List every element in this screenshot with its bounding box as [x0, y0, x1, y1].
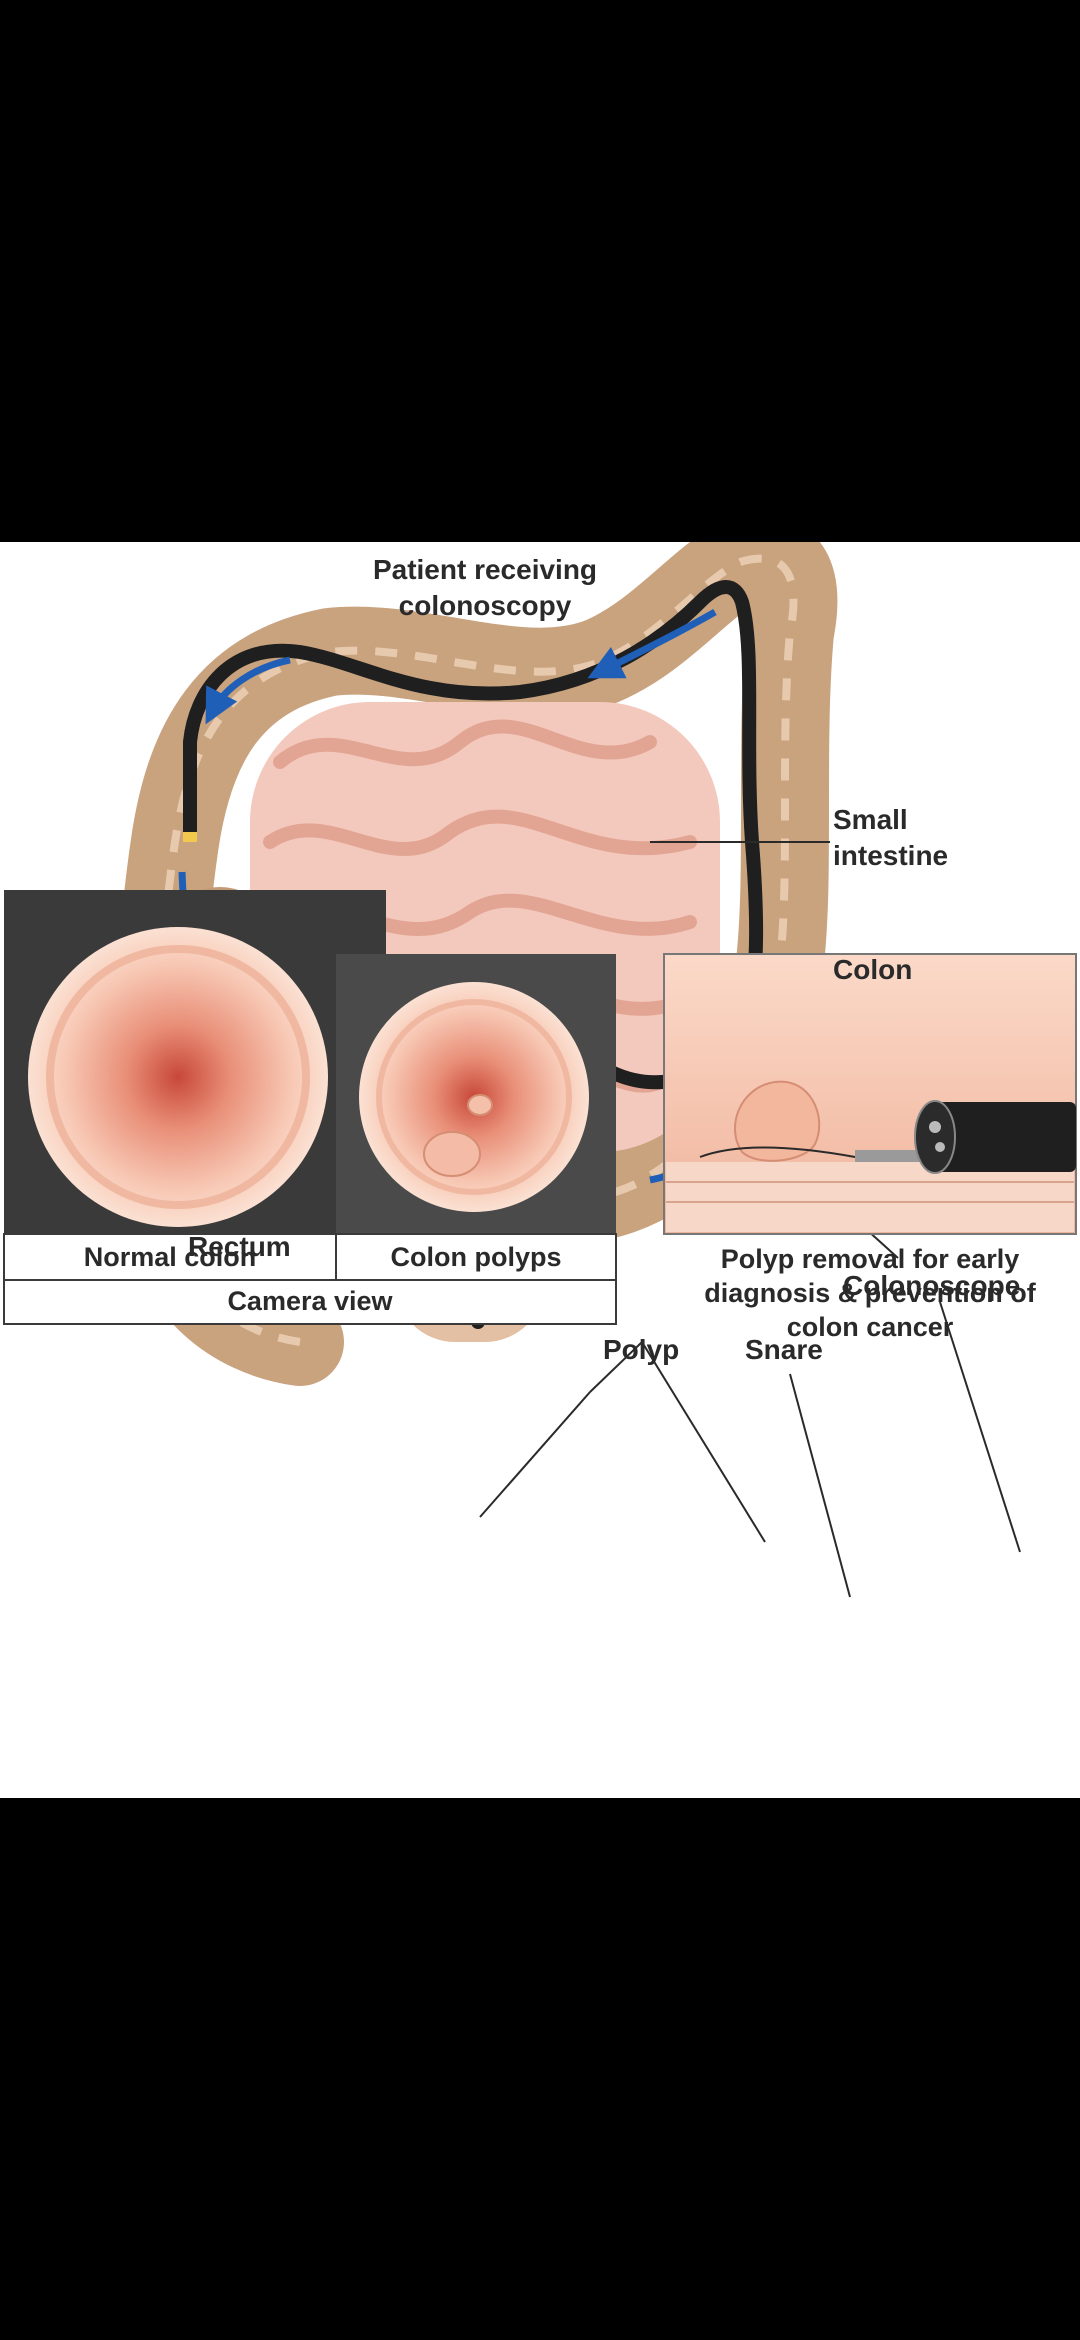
label-snare: Snare — [745, 1334, 823, 1365]
label-polyp: Polyp — [603, 1334, 680, 1365]
caption-colon-polyps: Colon polyps — [390, 1242, 562, 1272]
polyp-large — [423, 1131, 481, 1177]
caption-polyp-removal: Polyp removal for early diagnosis & prev… — [704, 1244, 1036, 1342]
colonoscopy-diagram-panel: Patient receiving colonoscopy Small inte… — [0, 542, 1080, 1798]
colonoscope-body — [925, 1102, 1076, 1172]
label-rectum: Rectum — [188, 1231, 291, 1262]
camera-view-box — [3, 1279, 617, 1325]
normal-colon-view — [28, 927, 328, 1227]
caption-normal-colon: Normal colon — [83, 1242, 257, 1272]
polyp-colon-ring — [376, 999, 572, 1195]
snare-wire — [855, 1150, 925, 1162]
caption-row-box — [3, 1233, 617, 1281]
caption-camera-view: Camera view — [227, 1286, 393, 1316]
polyp-removal-polyp — [733, 1080, 821, 1162]
label-patient-receiving: Patient receiving colonoscopy — [372, 554, 598, 621]
snare-loop — [699, 1146, 856, 1158]
polyp-small — [467, 1094, 493, 1116]
label-colon: Colon — [833, 954, 913, 985]
label-small-intestine: Small intestine — [833, 804, 949, 871]
colonoscope-face — [914, 1100, 956, 1174]
colonoscopy-illustration — [3, 542, 1077, 1598]
label-colonoscope: Colonoscope — [843, 1270, 1021, 1301]
colon-wall-layer — [666, 1162, 1074, 1232]
normal-colon-ring — [46, 945, 310, 1209]
colonoscope-tip — [183, 832, 197, 842]
